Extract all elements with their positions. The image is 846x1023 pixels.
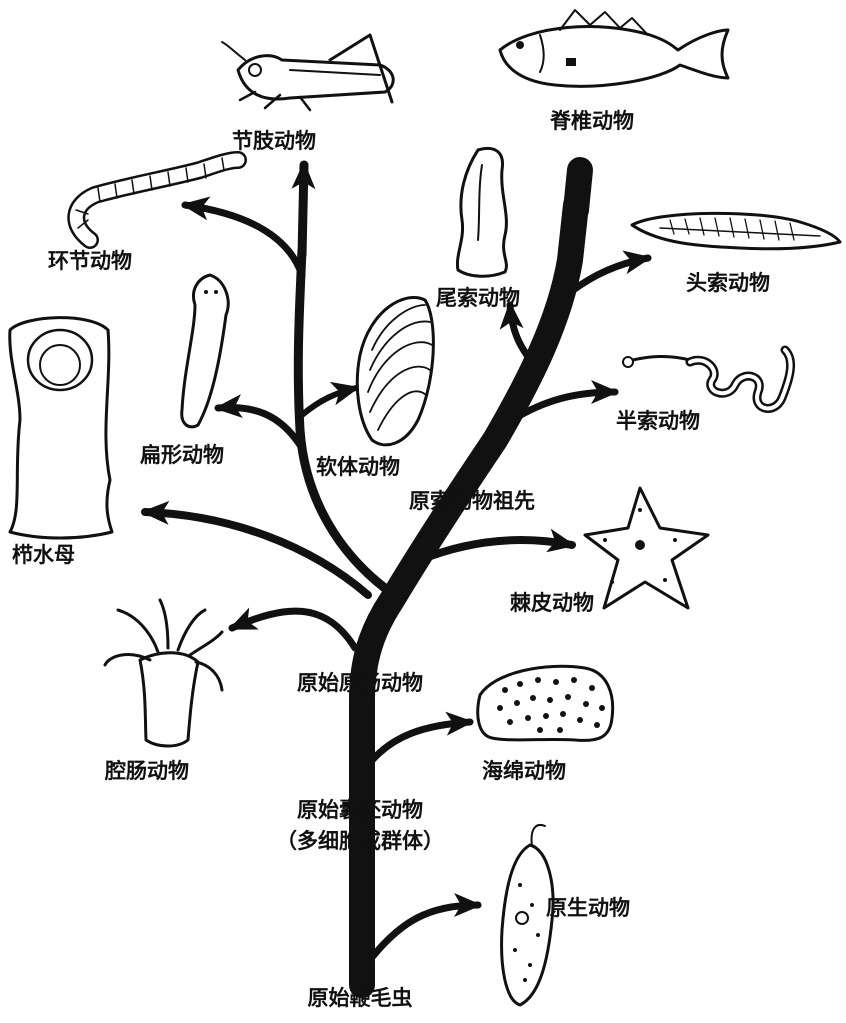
- label-coelenterates: 腔肠动物: [104, 759, 189, 783]
- label-urochordates: 尾索动物: [436, 286, 520, 310]
- label-chordate-ancestor: 原索动物祖先: [409, 489, 535, 513]
- branch-arthropods: [302, 165, 304, 255]
- label-root: 原始鞭毛虫: [308, 986, 413, 1010]
- branch-echinoderms: [420, 540, 572, 560]
- label-blastea: 原始囊胚动物: [297, 798, 423, 822]
- label-sponges: 海绵动物: [482, 759, 566, 783]
- ctenophore-icon: [10, 318, 112, 538]
- label-protozoa: 原生动物: [546, 896, 630, 920]
- label-flatworms: 扁形动物: [140, 443, 224, 467]
- hydra-icon: [105, 600, 222, 746]
- fish-icon: [500, 10, 728, 86]
- label-molluscs: 软体动物: [316, 455, 400, 479]
- vertebrate-arrow: [576, 170, 580, 210]
- lancelet-icon: [632, 213, 840, 248]
- acorn-worm-icon: [623, 350, 791, 408]
- sea-squirt-icon: [457, 148, 506, 276]
- planarian-icon: [182, 275, 228, 427]
- label-cephalochordates: 头索动物: [686, 271, 770, 295]
- label-ctenophores: 栉水母: [12, 543, 75, 567]
- label-arthropods: 节肢动物: [232, 129, 316, 153]
- label-protostome-ancestor: 原始原肠动物: [297, 671, 423, 695]
- grasshopper-icon: [222, 35, 393, 110]
- clam-icon: [357, 297, 433, 444]
- starfish-icon: [585, 488, 708, 608]
- label-hemichordates: 半索动物: [616, 409, 700, 433]
- branch-coelenterates: [232, 611, 355, 648]
- branch-sponges: [368, 722, 470, 765]
- branch-ctenophores: [145, 512, 368, 595]
- label-echinoderms: 棘皮动物: [510, 591, 594, 615]
- branch-molluscs: [302, 388, 356, 415]
- label-blastea-note: （多细胞或群体）: [276, 829, 444, 853]
- label-annelids: 环节动物: [48, 249, 132, 273]
- label-vertebrates: 脊椎动物: [549, 109, 634, 133]
- branch-annelids: [185, 205, 302, 275]
- branch-flatworms: [218, 407, 300, 445]
- earthworm-icon: [76, 158, 238, 240]
- branch-protozoa: [366, 905, 478, 965]
- sponge-icon: [478, 666, 613, 740]
